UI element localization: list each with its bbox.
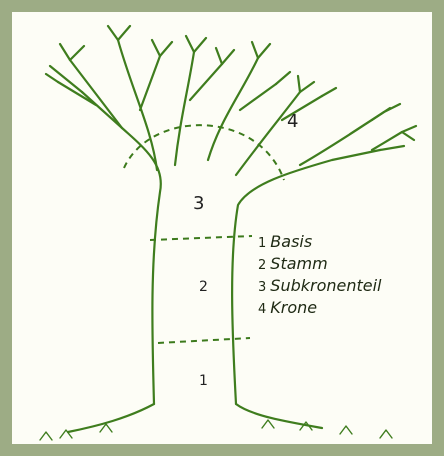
legend-item: 4 Krone — [258, 298, 382, 320]
branch-b — [118, 40, 160, 170]
legend-number: 4 — [258, 302, 266, 317]
twigs — [46, 26, 416, 150]
root-left — [68, 404, 154, 432]
legend-term: Krone — [270, 298, 317, 317]
legend-number: 2 — [258, 258, 266, 273]
legend: 1 Basis 2 Stamm 3 Subkronenteil 4 Krone — [258, 232, 382, 320]
legend-term: Basis — [270, 232, 312, 251]
boundary-base-stem — [150, 236, 252, 240]
zone-label-4: 4 — [287, 113, 298, 131]
boundary-stem-lower — [158, 338, 250, 343]
legend-item: 3 Subkronenteil — [258, 276, 382, 298]
legend-term: Subkronenteil — [270, 276, 381, 295]
ground-grass — [40, 420, 392, 440]
zone-label-2: 2 — [199, 280, 208, 294]
legend-number: 3 — [258, 280, 266, 295]
root-right — [236, 404, 322, 428]
zone-label-3: 3 — [193, 195, 204, 213]
branch-c — [175, 52, 222, 165]
legend-number: 1 — [258, 236, 266, 251]
legend-item: 2 Stamm — [258, 254, 382, 276]
branch-d — [208, 58, 276, 160]
legend-term: Stamm — [270, 254, 327, 273]
zone-label-1: 1 — [199, 374, 208, 388]
legend-item: 1 Basis — [258, 232, 382, 254]
